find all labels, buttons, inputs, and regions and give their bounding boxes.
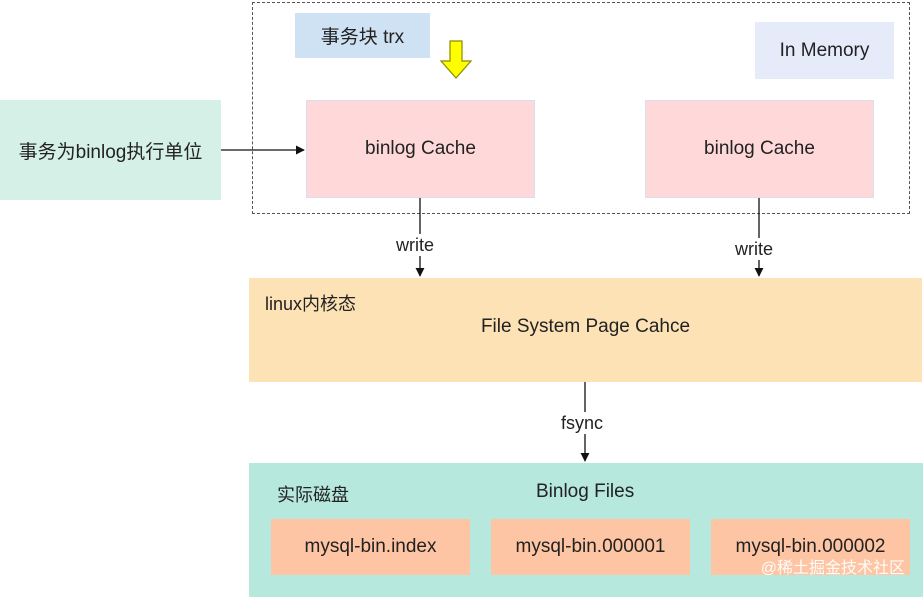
binlog-cache-1: binlog Cache — [306, 100, 535, 198]
file-mysql-bin-000002: mysql-bin.000002 — [711, 519, 910, 575]
down-arrow-icon — [439, 40, 473, 79]
file-mysql-bin-000001: mysql-bin.000001 — [491, 519, 690, 575]
in-memory-label: In Memory — [755, 22, 894, 79]
watermark: @稀土掘金技术社区 — [760, 560, 905, 577]
in-memory-region — [252, 2, 910, 214]
trx-block-label: 事务块 trx — [295, 13, 430, 58]
kernel-box: linux内核态 File System Page Cahce — [249, 278, 922, 382]
disk-label: 实际磁盘 — [277, 485, 349, 505]
file-mysql-bin-index: mysql-bin.index — [271, 519, 470, 575]
write-label-1: write — [394, 234, 437, 256]
write-label-2: write — [733, 238, 776, 260]
fsync-label: fsync — [559, 412, 606, 434]
binlog-files-title: Binlog Files — [536, 481, 635, 502]
transaction-unit-label: 事务为binlog执行单位 — [0, 100, 221, 200]
binlog-cache-2: binlog Cache — [645, 100, 874, 198]
page-cache-label: File System Page Cahce — [480, 316, 691, 337]
kernel-label: linux内核态 — [265, 294, 357, 314]
